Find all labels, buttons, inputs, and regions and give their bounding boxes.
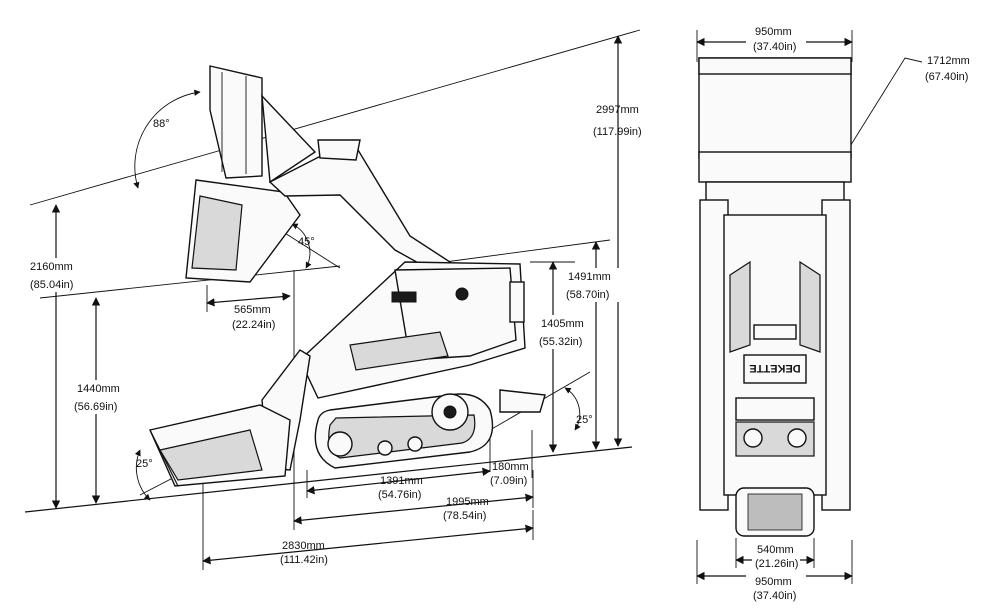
- approach-angle: 25°: [136, 458, 153, 470]
- front-height-mm: 1712mm: [927, 55, 970, 67]
- dump-reach-dimension-line: [206, 292, 291, 307]
- bucket-width-in: (37.40in): [753, 41, 796, 53]
- side-view: 2997mm (117.99in) 2160mm (85.04in) 1440m…: [24, 29, 642, 570]
- length-no-bucket-dimension-line: [293, 493, 534, 525]
- dump-angle: 88°: [153, 118, 170, 130]
- track-length-mm: 1391mm: [380, 475, 423, 487]
- ground-clearance-in: (7.09in): [490, 475, 527, 487]
- overall-length-in: (111.42in): [280, 554, 328, 566]
- front-view: 950mm (37.40in) 1712mm (67.40in) DEKETTE: [696, 22, 970, 604]
- length-no-bucket-in: (78.54in): [443, 510, 486, 522]
- max-height-extension-line: [29, 29, 641, 206]
- height-b-mm: 1491mm: [568, 271, 611, 283]
- dump-angle-arc: [133, 89, 201, 189]
- overall-length-mm: 2830mm: [282, 540, 325, 552]
- max-height-mm: 2997mm: [596, 104, 639, 116]
- bucket-width-mm: 950mm: [755, 26, 792, 38]
- track-gap-in: (21.26in): [755, 558, 798, 570]
- departure-angle-arc: [564, 387, 581, 431]
- overall-width-mm: 950mm: [755, 576, 792, 588]
- dump-height-mm: 2160mm: [30, 261, 73, 273]
- approach-angle-arc: [134, 449, 151, 501]
- machine-side-drawing: [149, 65, 546, 487]
- raised-bucket-back: [209, 65, 263, 179]
- pin-height-extension-line: [39, 265, 341, 299]
- departure-angle: 25°: [576, 414, 593, 426]
- dump-reach-in: (22.24in): [232, 319, 275, 331]
- pin-height-mm: 1440mm: [77, 383, 120, 395]
- left-joystick: [743, 428, 763, 448]
- height-b-extension-line: [429, 239, 611, 265]
- machine-front-drawing: DEKETTE: [698, 57, 852, 537]
- dump-reach-mm: 565mm: [234, 304, 271, 316]
- right-joystick: [787, 428, 807, 448]
- pin-height-in: (56.69in): [74, 401, 117, 413]
- length-no-bucket-mm: 1995mm: [446, 496, 489, 508]
- front-logo-plate: [743, 354, 807, 384]
- front-brand-logo: DEKETTE: [749, 362, 800, 374]
- track-gap-mm: 540mm: [757, 544, 794, 556]
- engine-grille: [349, 331, 449, 371]
- height-b-in: (58.70in): [566, 289, 609, 301]
- overall-width-in: (37.40in): [753, 590, 796, 602]
- height-c-in: (55.32in): [539, 336, 582, 348]
- body-logo-badge: [391, 291, 417, 303]
- max-height-in: (117.99in): [593, 126, 642, 138]
- raised-bucket-side: [261, 94, 317, 184]
- front-height-in: (67.40in): [925, 71, 968, 83]
- rollback-angle-arc: [291, 223, 312, 269]
- overall-length-dimension-line: [202, 524, 534, 565]
- front-lift-arms: [705, 181, 845, 219]
- track-length-dimension-line: [306, 467, 491, 495]
- rollback-angle: 45°: [298, 236, 315, 248]
- ground-clearance-mm: 180mm: [492, 461, 529, 473]
- dump-height-in: (85.04in): [30, 279, 73, 291]
- height-c-mm: 1405mm: [541, 318, 584, 330]
- idler-wheel: [327, 431, 353, 457]
- operator-platform: [499, 389, 546, 413]
- track-length-in: (54.76in): [378, 489, 421, 501]
